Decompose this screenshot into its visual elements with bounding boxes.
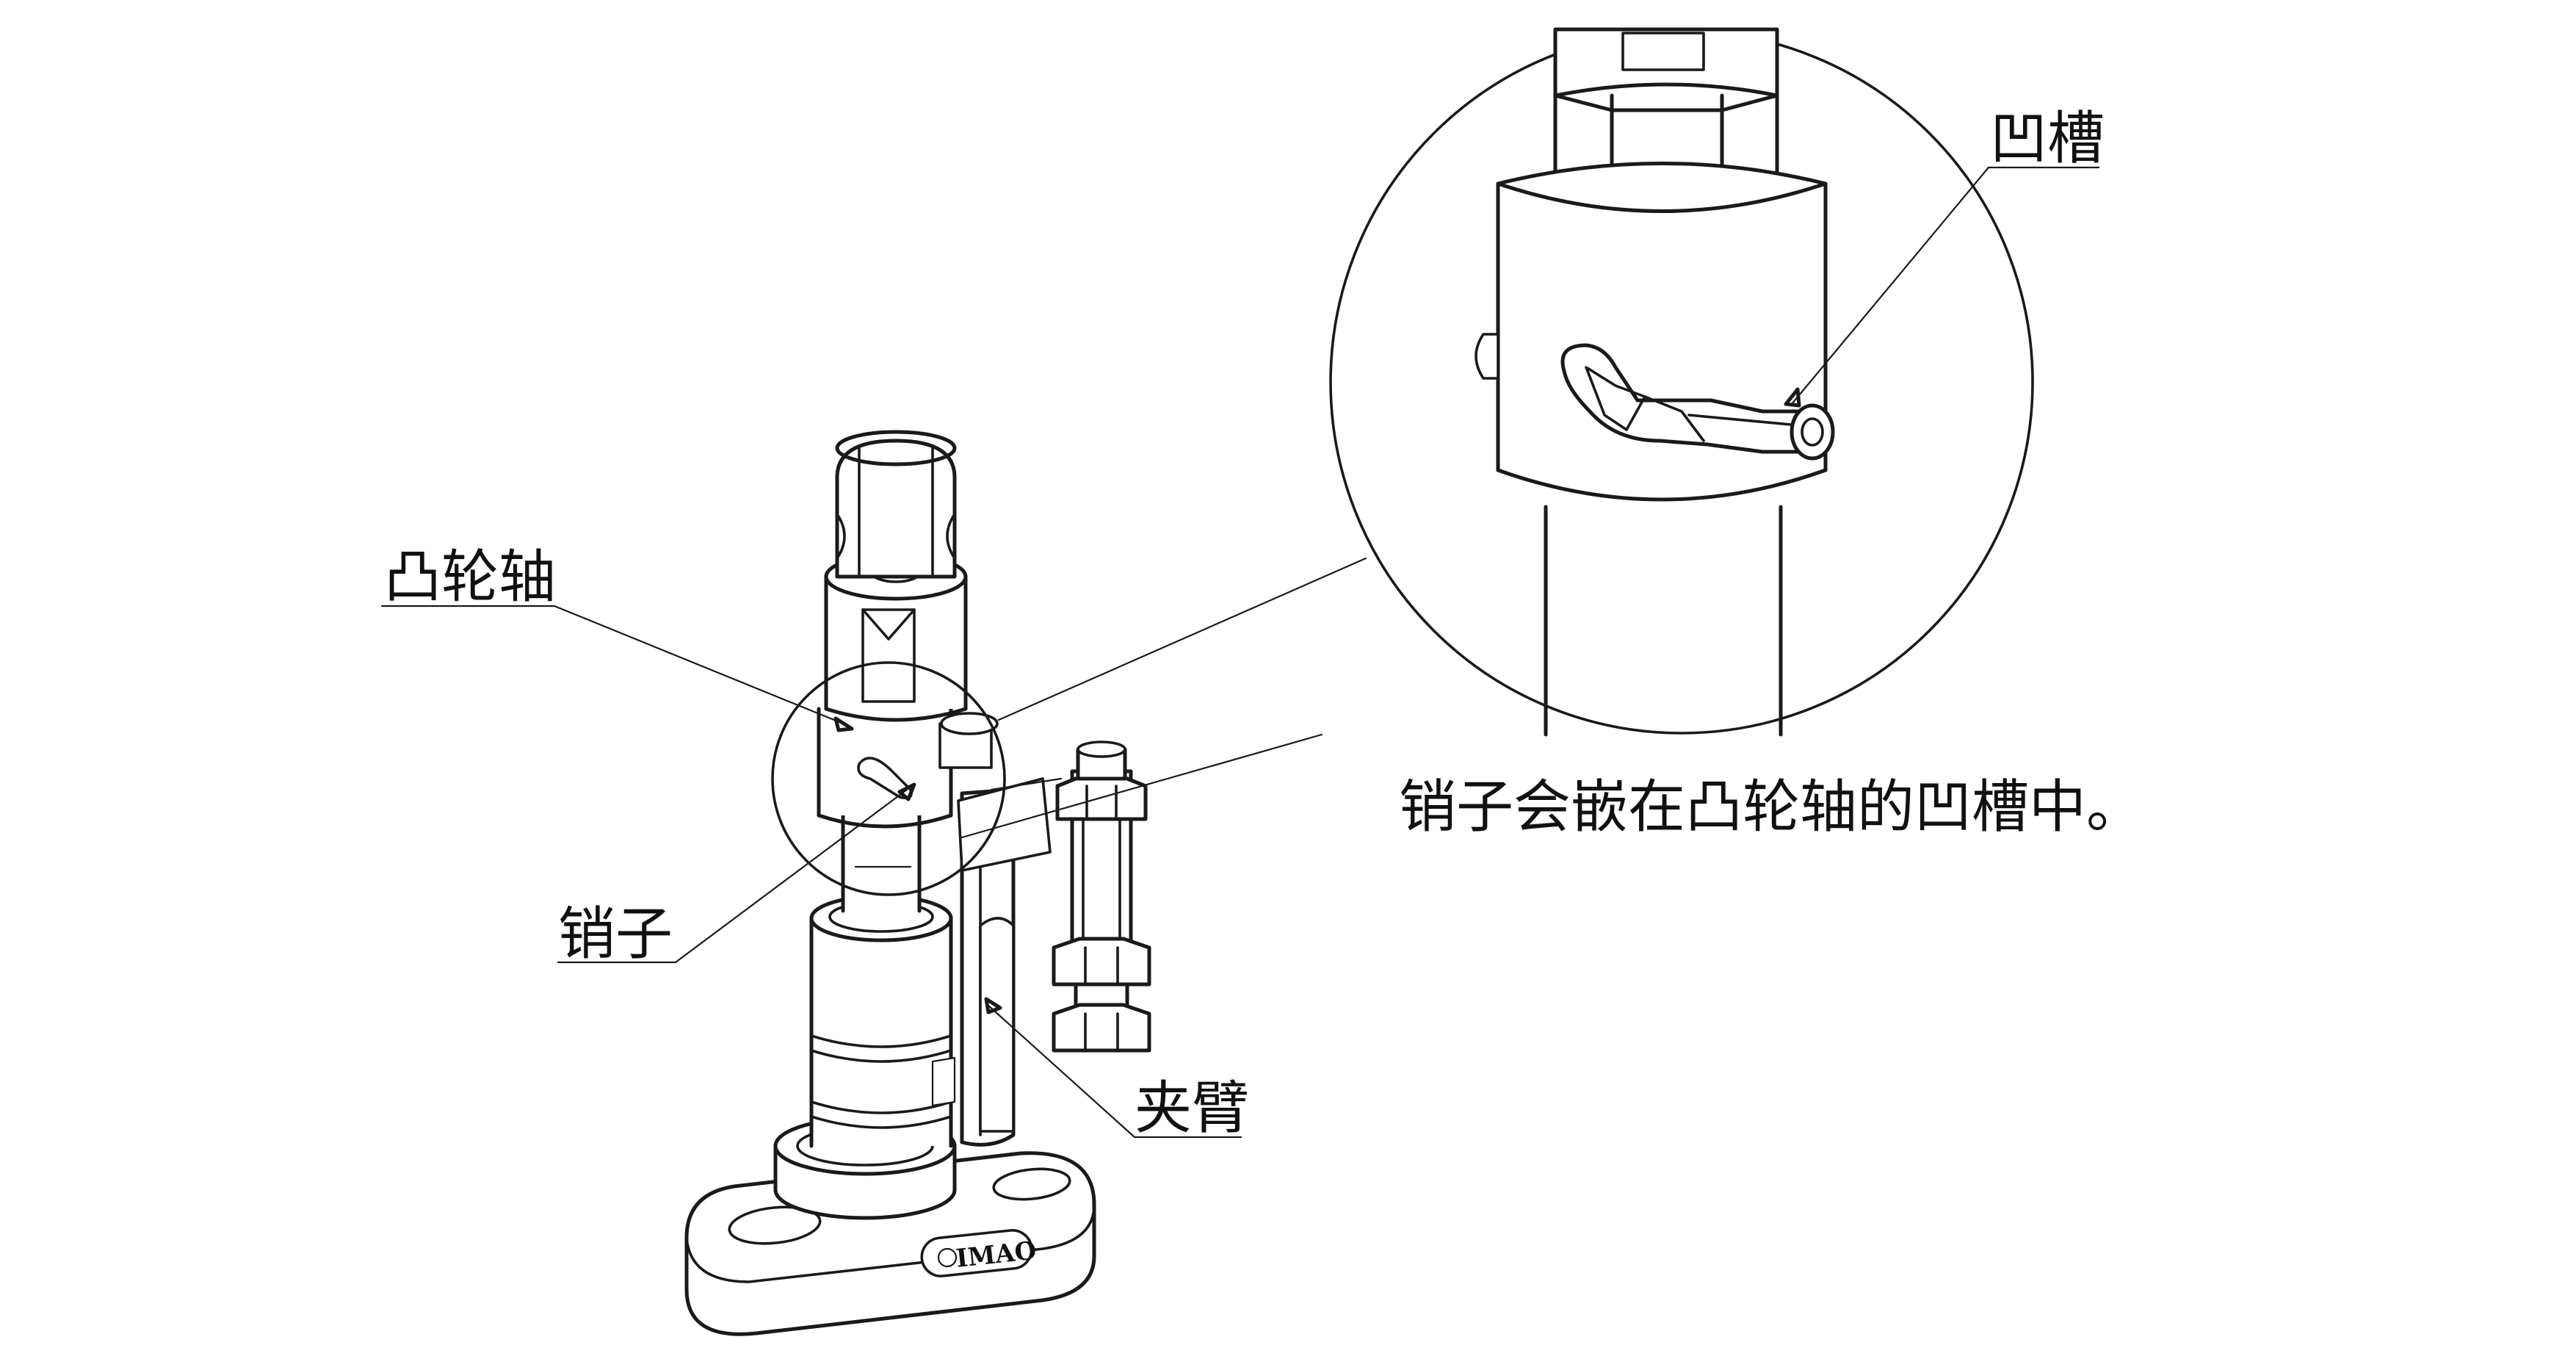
upper-collar (817, 707, 999, 829)
detail-connector-line-2 (960, 733, 1323, 839)
lower-cylinder (809, 894, 956, 1148)
groove-label: 凹槽 (1990, 106, 2105, 172)
side-bolt (957, 740, 1151, 1053)
cam-shaft-label: 凸轮轴 (384, 544, 556, 610)
detail-indicator-circle (771, 661, 1006, 896)
detail-connector-line-1 (997, 557, 1367, 721)
detail-cam-collar (1475, 162, 1835, 502)
top-knob (824, 430, 968, 722)
detail-view (960, 27, 2034, 839)
clamp-assembly-drawing (684, 430, 1151, 1336)
detail-shaft (1544, 505, 1783, 737)
clamp-arm-label: 夹臂 (1135, 1075, 1249, 1142)
caption-text: 销子会嵌在凸轮轴的凹槽中。 (1399, 774, 2143, 840)
callout-leaders (380, 166, 2100, 1139)
pin-label: 销子 (558, 901, 673, 967)
detail-hex-nut (1553, 27, 1779, 186)
clamp-arm (960, 787, 1016, 1147)
